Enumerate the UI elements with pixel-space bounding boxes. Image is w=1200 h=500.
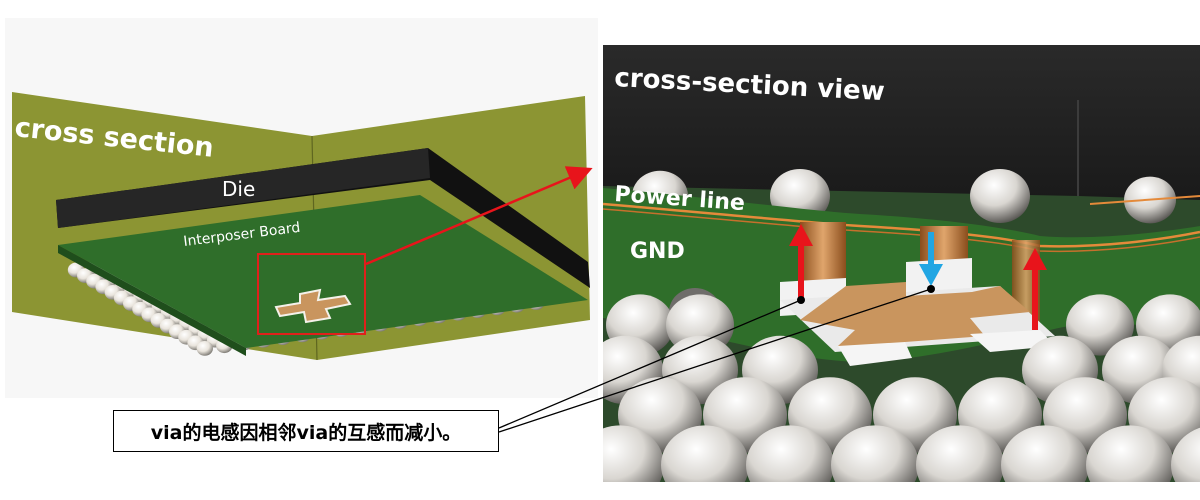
- interposer-board-edge: [58, 245, 246, 356]
- via-center: [920, 226, 968, 262]
- highlight-box: [257, 253, 366, 335]
- right-board: [603, 188, 1200, 362]
- solder-ball: [831, 425, 919, 482]
- solder-ball: [1171, 427, 1200, 482]
- right-die: [603, 45, 1200, 200]
- solder-ball: [603, 425, 664, 482]
- gnd-label: GND: [630, 239, 685, 264]
- solder-ball: [746, 425, 834, 482]
- via-left: [800, 222, 846, 284]
- callout-leader-1: [498, 299, 802, 429]
- pad-cross: [800, 282, 1030, 360]
- pad-white-front-left: [838, 342, 912, 366]
- center-pad: [274, 288, 352, 324]
- current-arrow-up-left: [789, 224, 813, 304]
- interposer-board: [58, 195, 588, 348]
- lower-solder-balls: [603, 288, 1200, 482]
- die-label: Die: [222, 177, 255, 201]
- solder-ball: [970, 169, 1030, 223]
- solder-ball: [661, 425, 749, 482]
- solder-ball: [1001, 425, 1089, 482]
- solder-ball: [1086, 425, 1174, 482]
- callout-leader-2: [498, 288, 932, 433]
- solder-ball: [916, 425, 1004, 482]
- solder-ball: [1066, 294, 1134, 356]
- right-zoom-view: cross-section view Power line GND: [603, 45, 1200, 482]
- die-trace: [1089, 195, 1200, 205]
- die-front: [56, 148, 430, 228]
- left-3d-view: cross section Die Interposer Board: [5, 18, 598, 398]
- upper-solder-balls: [632, 169, 1176, 224]
- current-arrow-up-right: [1023, 248, 1047, 330]
- current-arrow-down-center: [919, 232, 943, 293]
- solder-ball: [196, 341, 213, 356]
- callout-box: via的电感因相邻via的互感而减小。: [113, 410, 499, 452]
- zoom-pointer-arrow: [365, 166, 593, 266]
